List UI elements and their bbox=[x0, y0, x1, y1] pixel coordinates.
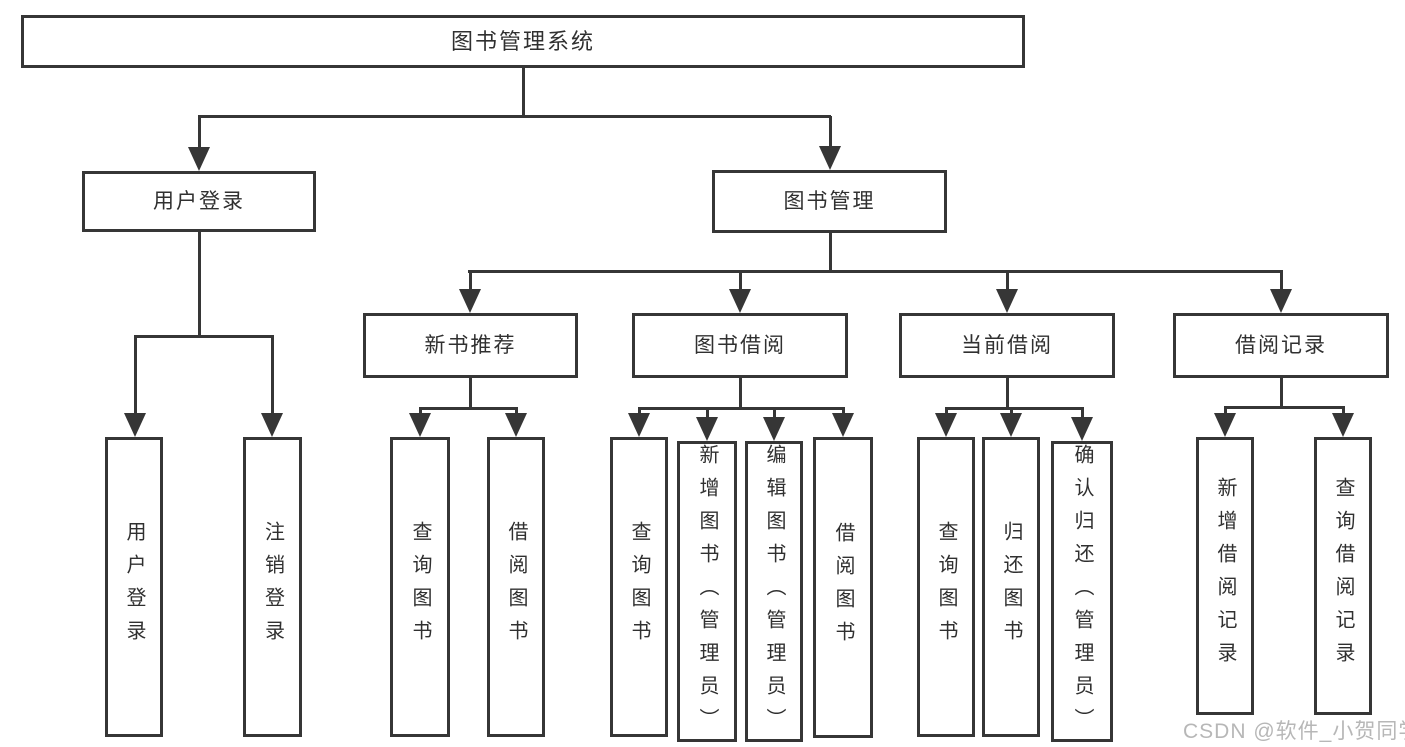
node-label: 新书推荐 bbox=[424, 334, 517, 357]
connector-line bbox=[469, 378, 472, 410]
node-logout: 注销登录 bbox=[243, 437, 302, 737]
node-label: 查询图书 bbox=[935, 521, 957, 653]
connector-line bbox=[638, 407, 845, 410]
connector-line bbox=[706, 408, 709, 421]
arrowhead-icon bbox=[1332, 413, 1354, 437]
node-label: 用户登录 bbox=[123, 521, 145, 653]
node-confirm-return-admin: 确认归还（管理员） bbox=[1051, 441, 1113, 742]
connector-line bbox=[198, 115, 831, 118]
connector-line bbox=[1224, 407, 1227, 418]
node-query-books-current: 查询图书 bbox=[917, 437, 975, 737]
connector-line bbox=[469, 271, 472, 292]
arrowhead-icon bbox=[1000, 413, 1022, 437]
node-return-books: 归还图书 bbox=[982, 437, 1040, 737]
connector-line bbox=[522, 68, 525, 117]
arrowhead-icon bbox=[996, 289, 1018, 313]
connector-line bbox=[829, 116, 832, 149]
node-borrowing-records: 借阅记录 bbox=[1173, 313, 1389, 378]
watermark-text: CSDN @软件_小贺同学 bbox=[1183, 720, 1405, 743]
node-label: 图书借阅 bbox=[694, 334, 786, 357]
arrowhead-icon bbox=[1071, 417, 1093, 441]
node-user-login-leaf: 用户登录 bbox=[105, 437, 163, 737]
connector-line bbox=[945, 407, 1084, 410]
node-library-management-system: 图书管理系统 bbox=[21, 15, 1025, 68]
arrowhead-icon bbox=[459, 289, 481, 313]
arrowhead-icon bbox=[819, 146, 841, 170]
arrowhead-icon bbox=[628, 413, 650, 437]
node-borrow-books-leaf: 借阅图书 bbox=[813, 437, 873, 738]
node-current-borrowing: 当前借阅 bbox=[899, 313, 1115, 378]
node-query-borrow-record: 查询借阅记录 bbox=[1314, 437, 1372, 715]
connector-line bbox=[271, 336, 274, 416]
node-query-books-recommend: 查询图书 bbox=[390, 437, 450, 737]
node-label: 查询图书 bbox=[628, 521, 650, 653]
node-label: 用户登录 bbox=[153, 190, 245, 213]
node-label: 编辑图书（管理员） bbox=[763, 444, 785, 741]
connector-line bbox=[134, 336, 137, 416]
connector-line bbox=[739, 378, 742, 410]
connector-line bbox=[1280, 378, 1283, 409]
connector-line bbox=[198, 232, 201, 338]
node-label: 归还图书 bbox=[1000, 521, 1022, 653]
node-label: 确认归还（管理员） bbox=[1071, 444, 1093, 741]
arrowhead-icon bbox=[188, 147, 210, 171]
connector-line bbox=[134, 335, 274, 338]
node-label: 查询图书 bbox=[409, 521, 431, 653]
node-label: 借阅图书 bbox=[832, 521, 854, 654]
arrowhead-icon bbox=[261, 413, 283, 437]
arrowhead-icon bbox=[763, 417, 785, 441]
node-borrow-books-recommend: 借阅图书 bbox=[487, 437, 545, 737]
arrowhead-icon bbox=[935, 413, 957, 437]
connector-line bbox=[1280, 271, 1283, 292]
arrowhead-icon bbox=[1270, 289, 1292, 313]
connector-line bbox=[419, 407, 518, 410]
arrowhead-icon bbox=[1214, 413, 1236, 437]
node-label: 图书管理 bbox=[783, 190, 876, 213]
arrowhead-icon bbox=[729, 289, 751, 313]
arrowhead-icon bbox=[696, 417, 718, 441]
connector-line bbox=[739, 271, 742, 292]
node-label: 当前借阅 bbox=[961, 334, 1053, 357]
node-add-borrow-record: 新增借阅记录 bbox=[1196, 437, 1254, 715]
node-book-borrowing: 图书借阅 bbox=[632, 313, 848, 378]
node-label: 注销登录 bbox=[261, 521, 284, 653]
node-book-management: 图书管理 bbox=[712, 170, 947, 233]
connector-line bbox=[1342, 407, 1345, 418]
connector-line bbox=[829, 233, 832, 273]
node-user-login: 用户登录 bbox=[82, 171, 316, 232]
connector-line bbox=[468, 270, 1283, 273]
connector-line bbox=[198, 116, 201, 150]
arrowhead-icon bbox=[124, 413, 146, 437]
node-edit-book-admin: 编辑图书（管理员） bbox=[745, 441, 803, 742]
arrowhead-icon bbox=[832, 413, 854, 437]
node-query-books-borrowing: 查询图书 bbox=[610, 437, 668, 737]
connector-line bbox=[1224, 406, 1345, 409]
node-new-book-recommendation: 新书推荐 bbox=[363, 313, 578, 378]
node-label: 借阅图书 bbox=[505, 521, 527, 653]
node-label: 新增图书（管理员） bbox=[696, 444, 718, 741]
node-add-book-admin: 新增图书（管理员） bbox=[677, 441, 737, 742]
node-label: 新增借阅记录 bbox=[1214, 477, 1236, 675]
connector-line bbox=[1006, 378, 1009, 410]
node-label: 查询借阅记录 bbox=[1332, 477, 1354, 675]
arrowhead-icon bbox=[505, 413, 527, 437]
connector-line bbox=[773, 408, 776, 421]
connector-line bbox=[1081, 408, 1084, 421]
node-label: 借阅记录 bbox=[1235, 334, 1327, 357]
arrowhead-icon bbox=[409, 413, 431, 437]
connector-line bbox=[1006, 271, 1009, 292]
node-label: 图书管理系统 bbox=[450, 28, 595, 54]
